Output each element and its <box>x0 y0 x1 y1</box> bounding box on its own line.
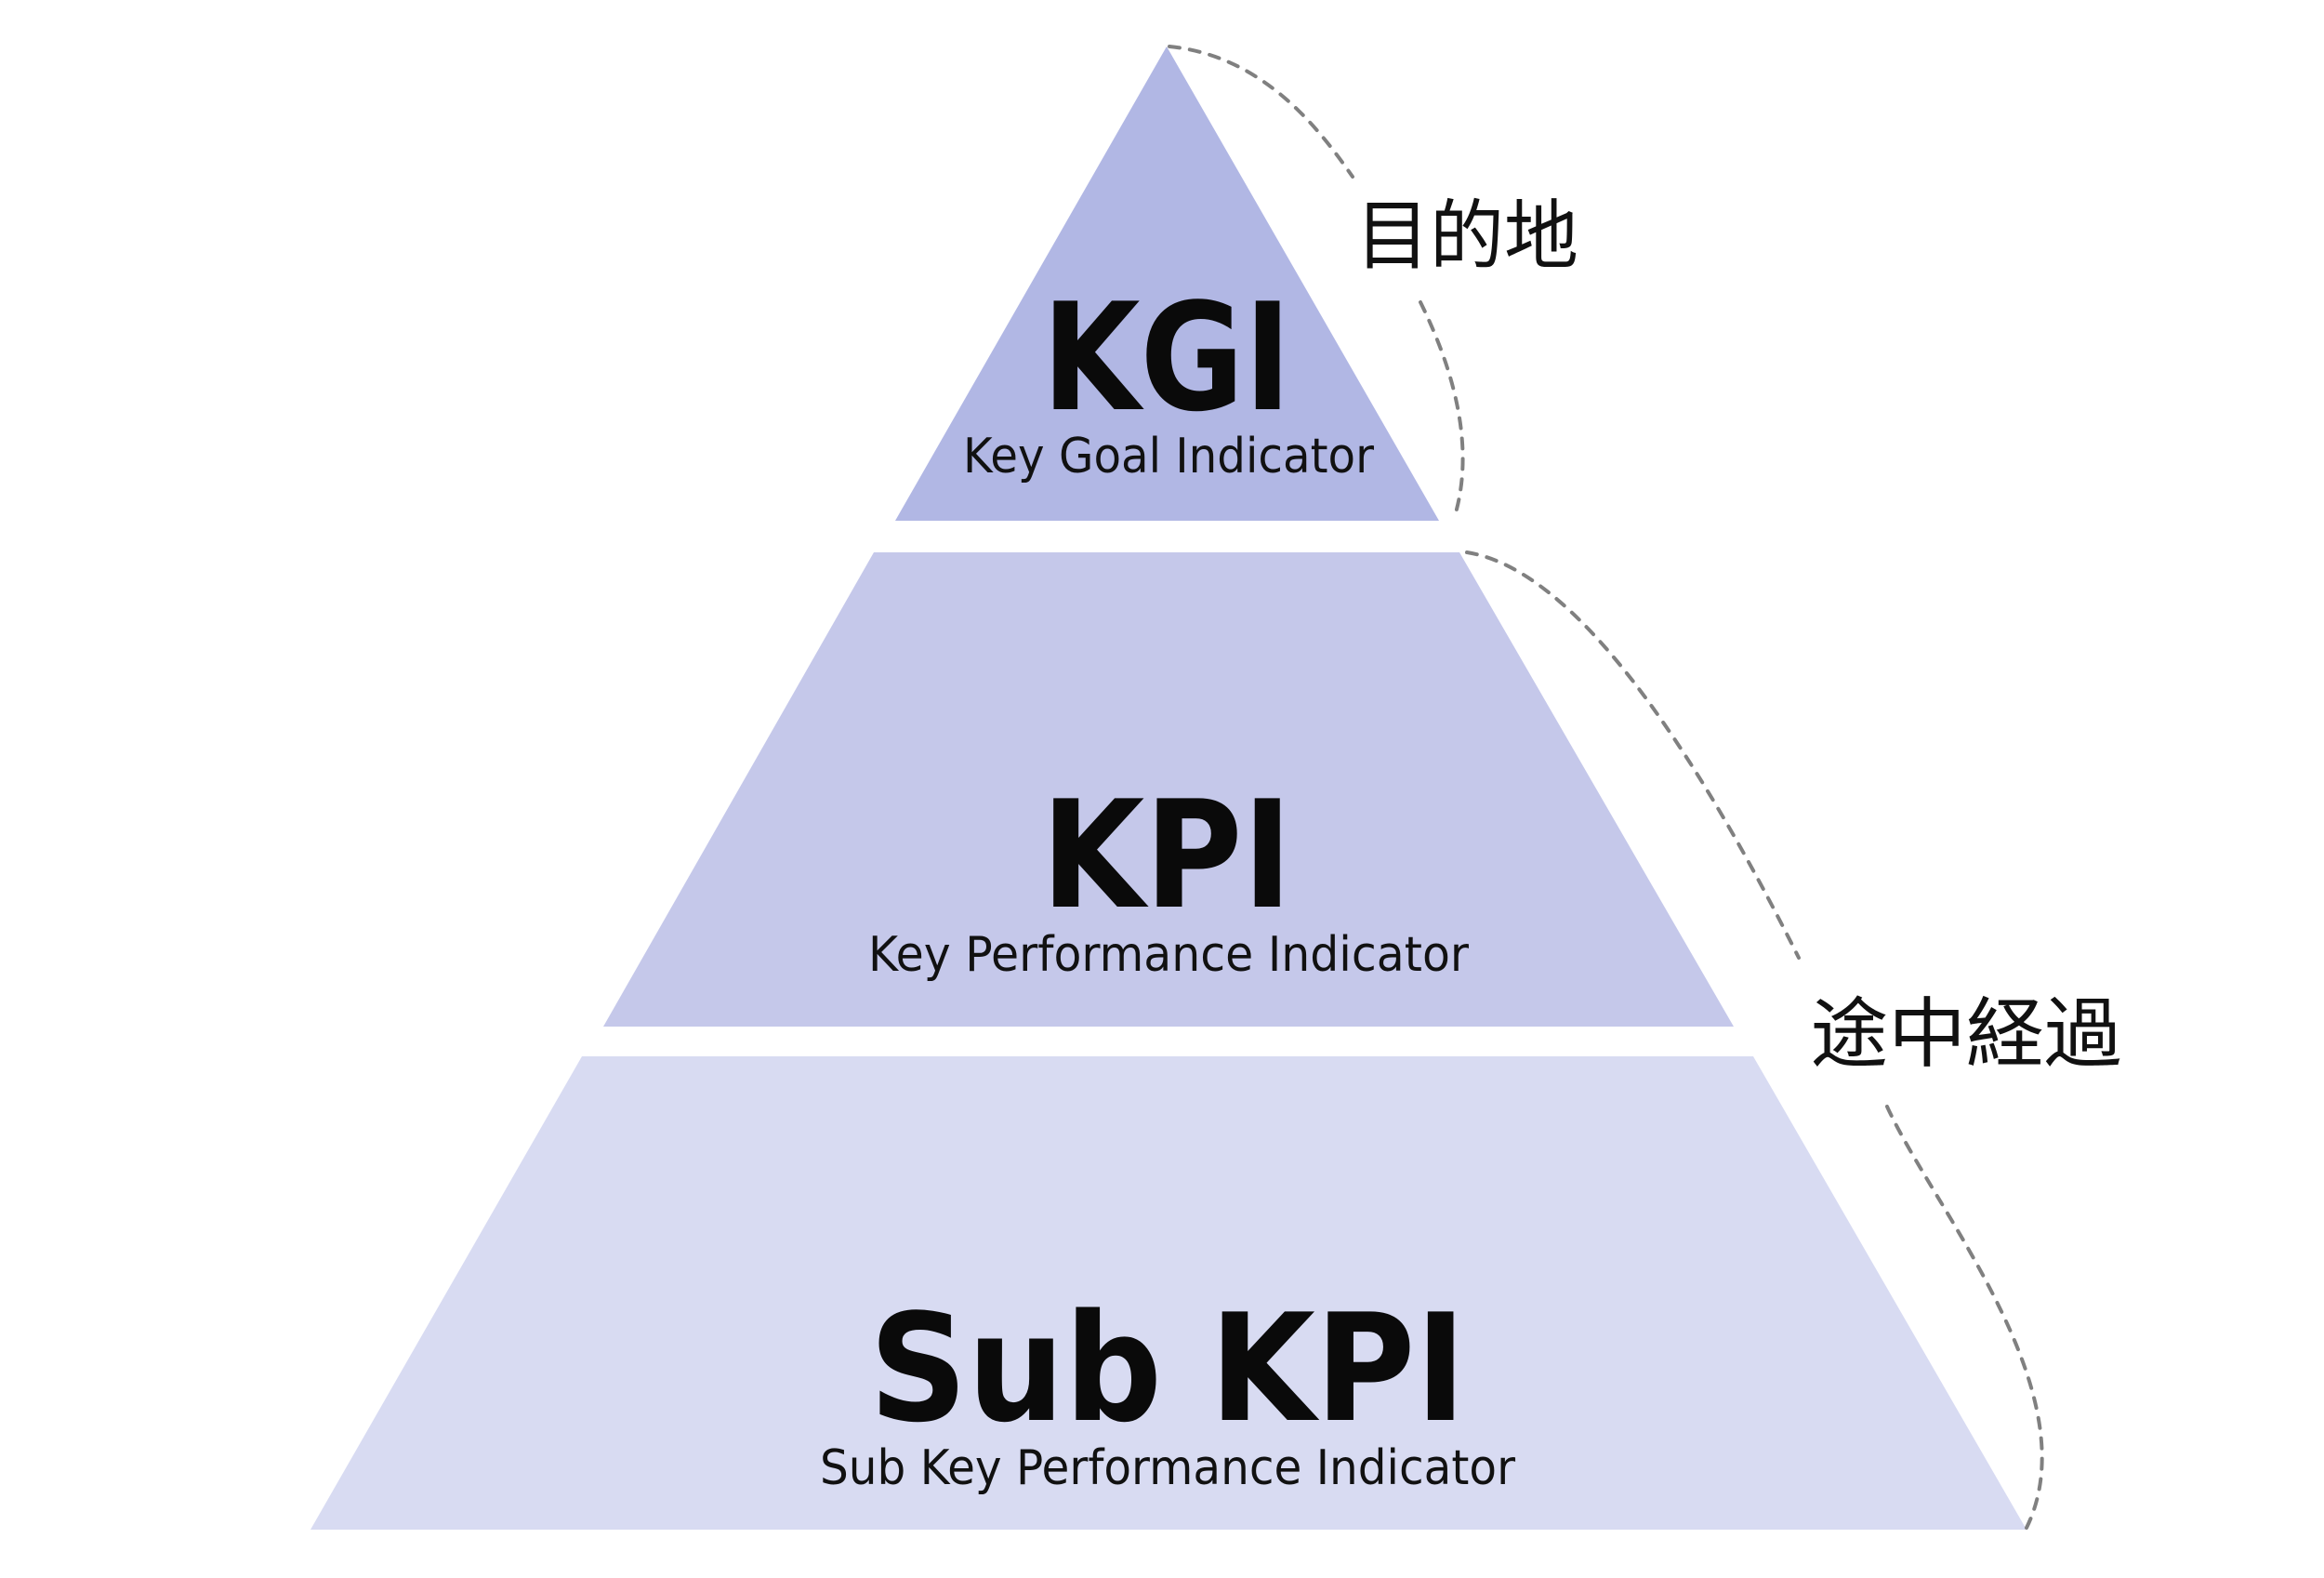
tier-sub-kpi-shape <box>310 1056 2027 1530</box>
bracket-destination-dashed-curve <box>1168 45 1465 518</box>
tier-kgi: KGI Key Goal Indicator <box>895 46 1439 521</box>
tier-sub-kpi-subtitle: Sub Key Performance Indicator <box>820 1440 1516 1496</box>
tier-sub-kpi-title: Sub KPI <box>869 1281 1466 1455</box>
bracket-progress-label: 途中経過 <box>1811 990 2122 1079</box>
bracket-progress-dashed-curve <box>1465 550 2044 1530</box>
tier-kgi-title: KGI <box>1042 271 1291 444</box>
tier-kpi: KPI Key Performance Indicator <box>603 552 1734 1027</box>
bracket-destination: 目的地 <box>1168 45 1578 518</box>
tier-sub-kpi: Sub KPI Sub Key Performance Indicator <box>310 1056 2027 1530</box>
tier-kgi-shape <box>895 46 1439 521</box>
bracket-destination-label: 目的地 <box>1355 192 1578 281</box>
bracket-progress: 途中経過 <box>1465 550 2122 1530</box>
tier-kpi-subtitle: Key Performance Indicator <box>868 927 1470 983</box>
tier-kpi-title: KPI <box>1041 768 1292 942</box>
tier-kpi-shape <box>603 552 1734 1027</box>
tier-kgi-subtitle: Key Goal Indicator <box>963 429 1375 484</box>
